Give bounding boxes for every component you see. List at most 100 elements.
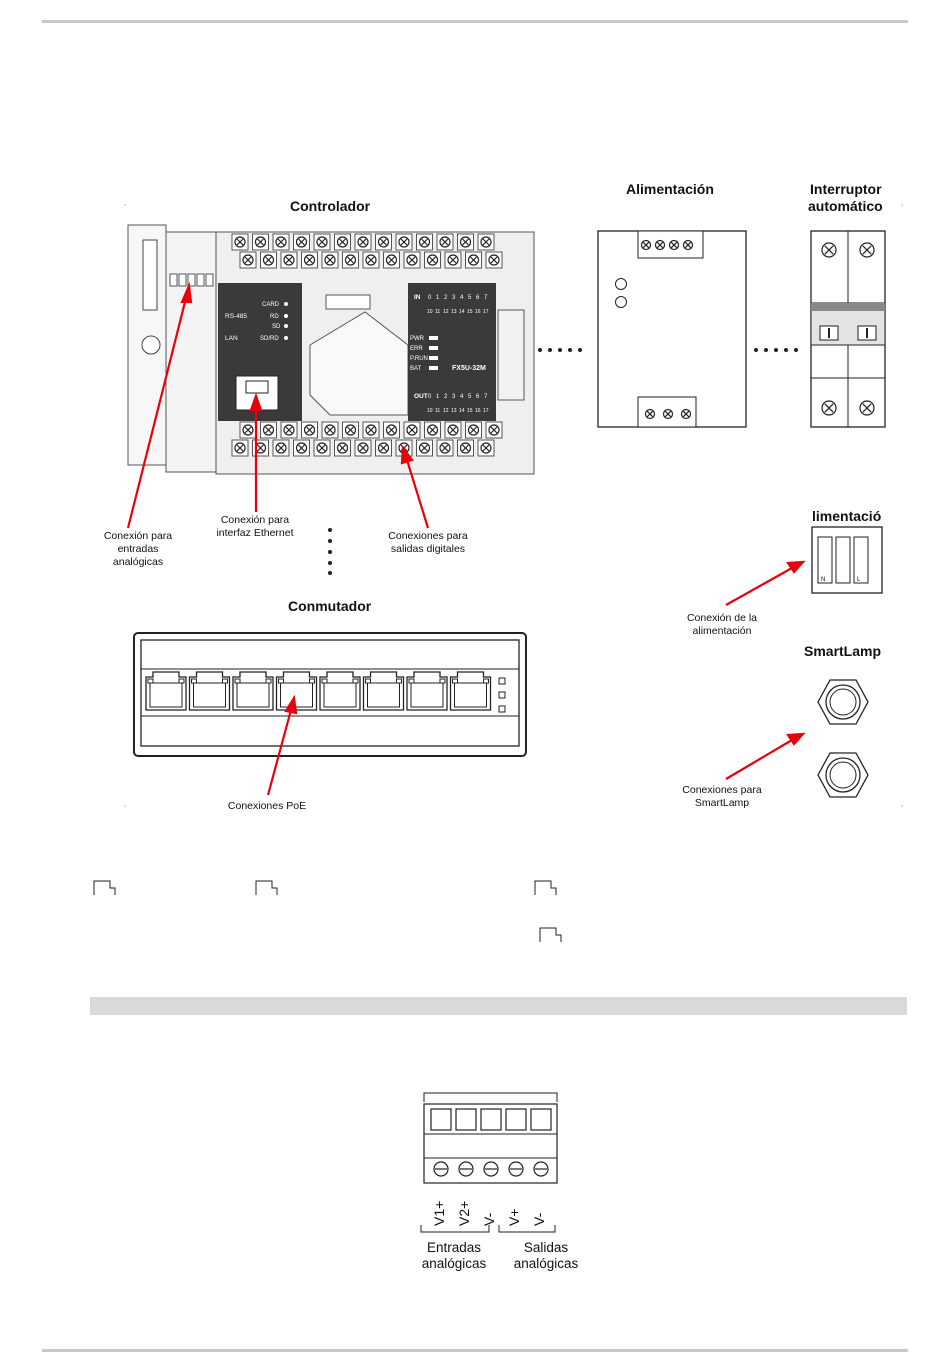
analog-terminal-block — [420, 1092, 558, 1233]
svg-text:15: 15 — [467, 408, 473, 414]
svg-text:14: 14 — [459, 408, 465, 414]
card-led-label: CARD — [262, 302, 280, 308]
screw-icon — [357, 442, 369, 454]
screw-icon — [324, 424, 336, 436]
screw-icon — [324, 254, 336, 266]
svg-text:17: 17 — [483, 408, 489, 414]
screw-icon — [406, 424, 418, 436]
screw-icon — [644, 408, 656, 420]
svg-text:5: 5 — [468, 394, 472, 400]
page-corner-icons — [93, 880, 562, 942]
svg-text:P.RUN: P.RUN — [410, 356, 428, 362]
smartlamp-title: SmartLamp — [804, 643, 882, 659]
screw-icon — [385, 424, 398, 436]
screw-icon — [418, 442, 431, 454]
alimentacion-title: Alimentación — [626, 181, 714, 197]
svg-text:1: 1 — [436, 295, 440, 301]
svg-text:15: 15 — [467, 309, 473, 315]
screw-icon — [459, 442, 472, 454]
svg-text:L: L — [857, 577, 861, 583]
svg-text:ERR: ERR — [410, 346, 423, 352]
screw-icon — [262, 424, 275, 436]
terminal-pin-label: V2+ — [456, 1200, 472, 1226]
screw-icon — [254, 236, 267, 248]
page-corner-icon — [539, 927, 562, 942]
screw-icon — [344, 254, 357, 266]
arrow-icon — [126, 297, 188, 529]
svg-text:3: 3 — [452, 394, 456, 400]
screw-icon — [488, 424, 500, 436]
system-diagram: RS-485 LAN CARD RD SD SD/RD IN OUT PWR E… — [93, 204, 903, 942]
svg-text:13: 13 — [451, 408, 457, 414]
poe-caption: Conexiones PoE — [227, 800, 307, 812]
svg-text:13: 13 — [451, 309, 457, 315]
screw-icon — [859, 242, 875, 258]
svg-text:11: 11 — [435, 309, 440, 315]
screw-icon — [398, 236, 410, 248]
io-numbers: 0011223344556677101011111212131314141515… — [427, 295, 489, 414]
screw-icon — [640, 239, 652, 251]
arrow-icon — [725, 567, 793, 606]
screw-icon — [680, 408, 692, 420]
top-terminal-row — [169, 233, 503, 287]
circuit-breaker — [810, 230, 886, 428]
rj45-port-icon — [275, 671, 318, 711]
screw-icon — [426, 254, 439, 266]
screw-icon — [377, 442, 390, 454]
screw-icon — [682, 239, 694, 251]
svg-text:10: 10 — [427, 408, 433, 414]
screw-icon — [406, 254, 418, 266]
screw-icon — [295, 442, 308, 454]
conmutador-title: Conmutador — [288, 598, 372, 614]
svg-text:4: 4 — [460, 295, 464, 301]
bottom-rule — [42, 1349, 908, 1352]
screw-icon — [668, 239, 680, 251]
top-rule — [42, 20, 908, 23]
screw-icon — [365, 424, 377, 436]
arrow-icon — [405, 459, 430, 529]
arrow-icon — [725, 739, 793, 780]
svg-text:5: 5 — [468, 295, 472, 301]
terminal-pin-label: V- — [531, 1212, 547, 1226]
svg-text:IN: IN — [414, 294, 421, 301]
screw-icon — [303, 254, 316, 266]
power-supply — [597, 230, 747, 428]
lan-label: LAN — [225, 335, 238, 342]
callout-arrows — [126, 281, 806, 796]
screw-icon — [426, 424, 439, 436]
page-corner-icon — [534, 880, 557, 895]
svg-text:3: 3 — [452, 295, 456, 301]
rj45-port-icon — [145, 671, 187, 711]
rj45-port-icon — [319, 671, 361, 711]
rj45-port-icon — [188, 671, 231, 711]
screw-icon — [467, 254, 480, 266]
smartlamp-glands — [817, 679, 869, 798]
screw-icon — [303, 424, 316, 436]
svg-text:PWR: PWR — [410, 336, 425, 342]
io-panel — [408, 283, 496, 421]
svg-text:0: 0 — [428, 394, 432, 400]
screw-icon — [344, 424, 357, 436]
screw-icon — [336, 442, 349, 454]
svg-text:7: 7 — [484, 295, 488, 301]
svg-text:2: 2 — [444, 394, 448, 400]
alimentacion-small-title: limentació — [812, 508, 882, 524]
screw-icon — [377, 236, 390, 248]
screw-icon — [242, 424, 254, 436]
svg-text:17: 17 — [483, 309, 489, 315]
screw-icon — [336, 236, 349, 248]
screw-icon — [316, 442, 328, 454]
svg-text:6: 6 — [476, 295, 480, 301]
svg-text:11: 11 — [435, 408, 440, 414]
terminal-pin-labels: V1+V2+V-V+V- — [426, 1188, 556, 1226]
terminal-pin-label: V1+ — [431, 1200, 447, 1226]
svg-text:N: N — [821, 577, 825, 583]
svg-text:7: 7 — [484, 394, 488, 400]
svg-text:OUT: OUT — [414, 393, 428, 400]
